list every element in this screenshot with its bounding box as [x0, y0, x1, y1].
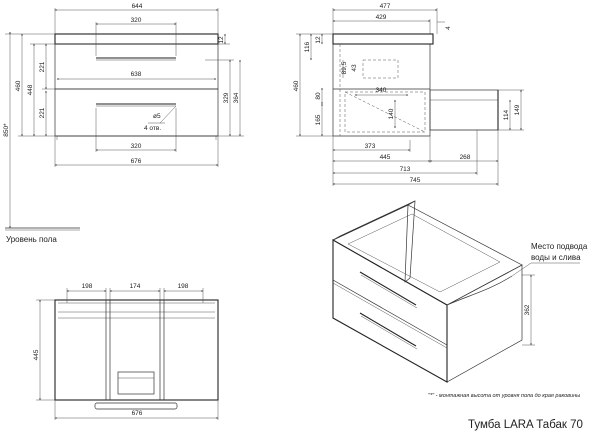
dim-448: 448	[27, 84, 34, 95]
top-view: 198 174 198 445 676	[33, 283, 219, 420]
dim-221-a: 221	[39, 61, 46, 72]
dim-373: 373	[365, 143, 376, 150]
hole-diameter: ø5	[153, 113, 161, 120]
dim-4: 4	[445, 26, 452, 30]
dim-362: 362	[524, 304, 531, 315]
dim-644: 644	[132, 3, 143, 10]
front-countertop	[54, 33, 219, 45]
dim-268: 268	[460, 154, 471, 161]
dim-149: 149	[514, 104, 521, 115]
dim-850: 850*	[3, 123, 10, 137]
dim-638: 638	[131, 71, 142, 78]
dim-165: 165	[315, 114, 322, 125]
water-inlet-callout-line2: воды и слива	[531, 253, 581, 262]
dim-429: 429	[376, 14, 387, 21]
front-lower-drawer	[54, 88, 219, 137]
dim-114: 114	[503, 109, 510, 120]
dim-745: 745	[410, 177, 421, 184]
hole-count: 4 отв.	[144, 125, 161, 132]
water-inlet-callout-line1: Место подвода	[531, 242, 588, 251]
isometric-view: Место подвода воды и слива 362	[332, 200, 588, 383]
side-view: 477 429 4 460 116 12 89,5 43 340 80 140 …	[293, 3, 524, 186]
dim-80: 80	[315, 92, 322, 100]
dim-676-top: 676	[132, 410, 143, 417]
dim-12-front: 12	[218, 36, 225, 44]
dim-12-side: 12	[315, 36, 322, 44]
dim-174: 174	[130, 283, 141, 290]
dim-460: 460	[15, 80, 22, 91]
dim-198-a: 198	[82, 283, 93, 290]
dim-320-bottom: 320	[131, 143, 142, 150]
front-upper-drawer	[54, 43, 219, 90]
front-view: 644 320 638 320 676 ø5 4 отв. 850* 460 4…	[3, 3, 244, 244]
dim-221-b: 221	[39, 107, 46, 118]
iso-handle-lower	[359, 312, 417, 347]
dim-140: 140	[388, 108, 395, 119]
dim-198-b: 198	[178, 283, 189, 290]
dim-89-5: 89,5	[341, 61, 348, 74]
dim-364: 364	[233, 92, 240, 103]
dim-340: 340	[376, 87, 387, 94]
dim-329: 329	[223, 92, 230, 103]
dim-445: 445	[380, 154, 391, 161]
floor-level-label: Уровень пола	[6, 235, 57, 244]
dim-116: 116	[304, 41, 311, 52]
product-title: Тумба LARA Табак 70	[468, 419, 583, 431]
footnote: "*" - монтажная высота от уровня пола до…	[428, 393, 580, 399]
dim-445-top: 445	[33, 349, 40, 360]
dim-43: 43	[351, 64, 358, 72]
dim-460-side: 460	[293, 80, 300, 91]
dim-713: 713	[400, 166, 411, 173]
dim-477: 477	[380, 3, 391, 10]
dim-676: 676	[131, 158, 142, 165]
dim-320-top: 320	[131, 17, 142, 24]
iso-handle-upper	[359, 271, 417, 306]
